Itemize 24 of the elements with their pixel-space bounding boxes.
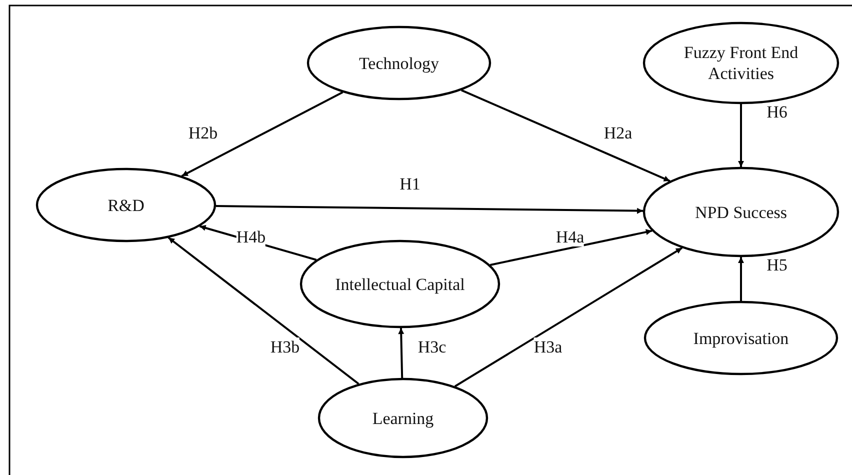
ellipse-node [300,240,500,328]
ellipse-node [644,301,838,375]
node-label: Improvisation [692,328,790,348]
ellipse-node [643,22,839,104]
node-label: Fuzzy Front End Activities [682,42,800,84]
arrow [216,205,644,214]
arrow [461,89,670,182]
arrow [398,328,404,378]
arrow [168,236,360,385]
node-label: Learning [371,408,435,428]
node-label: R&D [106,194,146,216]
arrow [454,247,683,388]
node-label: Intellectual Capital [334,274,466,294]
ellipse-node [643,167,839,257]
edge-label: H4b [236,228,266,246]
node-label: NPD Success [694,202,788,222]
arrow [738,257,744,301]
ellipse-node [318,378,488,458]
ellipse-node [36,168,216,242]
arrow [490,229,652,266]
arrow [181,91,344,177]
node-label: Technology [358,52,440,74]
arrow [738,104,744,167]
ellipse-node [307,26,491,100]
